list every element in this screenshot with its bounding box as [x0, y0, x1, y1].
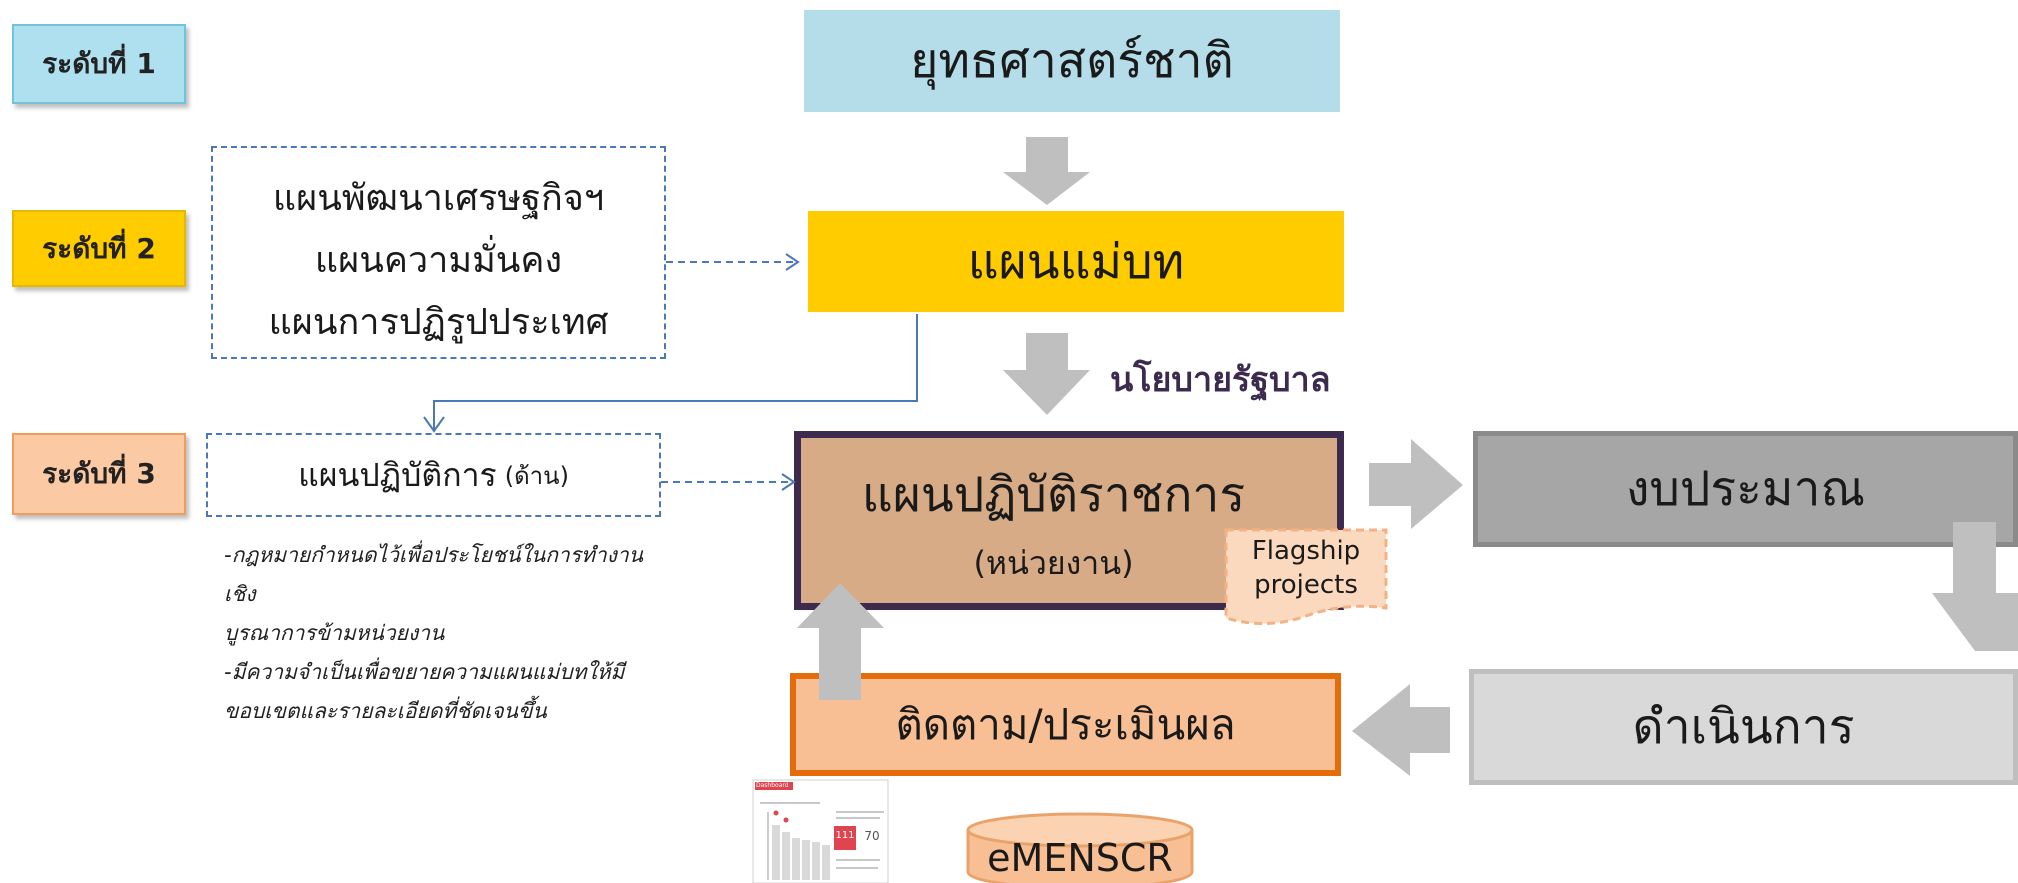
budget-box: งบประมาณ	[1473, 431, 2018, 547]
note-line-2: บูรณาการข้ามหน่วยงาน	[224, 621, 445, 645]
dashboard-thumbnail-image	[752, 779, 889, 883]
economic-plan-label: แผนพัฒนาเศรษฐกิจฯ	[272, 177, 605, 219]
arrow-monitoring-to-action	[797, 583, 884, 700]
level-1-label: ระดับที่ 1	[42, 47, 156, 80]
connector-level2-arrowhead	[785, 253, 800, 271]
level-3-badge: ระดับที่ 3	[12, 433, 186, 515]
gov-action-plan-title: แผนปฏิบัติราชการ	[861, 467, 1246, 523]
flagship-line-1: Flagship	[1251, 536, 1361, 566]
note-line-4: ขอบเขตและรายละเอียดที่ชัดเจนขึ้น	[224, 699, 547, 723]
arrow-implementation-to-monitoring	[1352, 684, 1450, 776]
connector-actionplan-arrowhead	[781, 473, 796, 491]
budget-label: งบประมาณ	[1625, 461, 1866, 517]
arrow-budget-to-implementation	[1932, 522, 2018, 651]
national-strategy-label: ยุทธศาสตร์ชาติ	[910, 33, 1234, 89]
level-2-label: ระดับที่ 2	[42, 231, 156, 265]
arrow-master-to-action	[1003, 333, 1090, 415]
flagship-callout-shape	[1224, 528, 1388, 625]
action-plan-notes: -กฎหมายกำหนดไว้เพื่อประโยชน์ในการทำงานเช…	[224, 536, 664, 731]
connector-master-arrowhead	[423, 416, 445, 433]
connector-master-to-actionplan	[433, 314, 918, 430]
arrow-action-to-budget	[1369, 439, 1463, 529]
dashboard-small-number: 70	[864, 829, 880, 843]
level-3-label: ระดับที่ 3	[42, 457, 156, 490]
level-1-badge: ระดับที่ 1	[12, 24, 186, 104]
monitoring-box: ติดตาม/ประเมินผล	[790, 673, 1341, 776]
implementation-label: ดำเนินการ	[1632, 699, 1855, 755]
flagship-label: Flagship projects	[1226, 534, 1386, 610]
action-plan-box: แผนปฏิบัติการ (ด้าน)	[206, 433, 661, 517]
note-line-3: -มีความจำเป็นเพื่อขยายความแผนแม่บทให้มี	[224, 660, 625, 684]
government-policy-label: นโยบายรัฐบาล	[1110, 360, 1331, 400]
security-plan-label: แผนความมั่นคง	[314, 239, 563, 281]
arrow-strategy-to-master	[1003, 137, 1090, 205]
level2-plans-box: แผนพัฒนาเศรษฐกิจฯ แผนความมั่นคง แผนการปฏ…	[211, 146, 666, 359]
action-plan-label: แผนปฏิบัติการ	[298, 455, 497, 494]
national-strategy-box: ยุทธศาสตร์ชาติ	[804, 10, 1340, 112]
dashboard-header-text: Dashboard	[756, 782, 789, 789]
master-plan-label: แผนแม่บท	[967, 233, 1185, 290]
emenscr-label: eMENSCR	[987, 836, 1173, 880]
reform-plan-label: แผนการปฏิรูปประเทศ	[268, 301, 609, 343]
master-plan-box: แผนแม่บท	[808, 211, 1344, 312]
emenscr-cylinder-icon	[966, 812, 1194, 883]
monitoring-label: ติดตาม/ประเมินผล	[895, 699, 1236, 749]
action-plan-suffix: (ด้าน)	[504, 461, 569, 490]
gov-action-plan-subtitle: (หน่วยงาน)	[973, 543, 1134, 582]
dashboard-big-number: 111	[835, 829, 855, 841]
implementation-box: ดำเนินการ	[1469, 669, 2018, 785]
level-2-badge: ระดับที่ 2	[12, 210, 186, 287]
flagship-line-2: projects	[1254, 570, 1358, 600]
note-line-1: -กฎหมายกำหนดไว้เพื่อประโยชน์ในการทำงานเช…	[224, 543, 644, 606]
